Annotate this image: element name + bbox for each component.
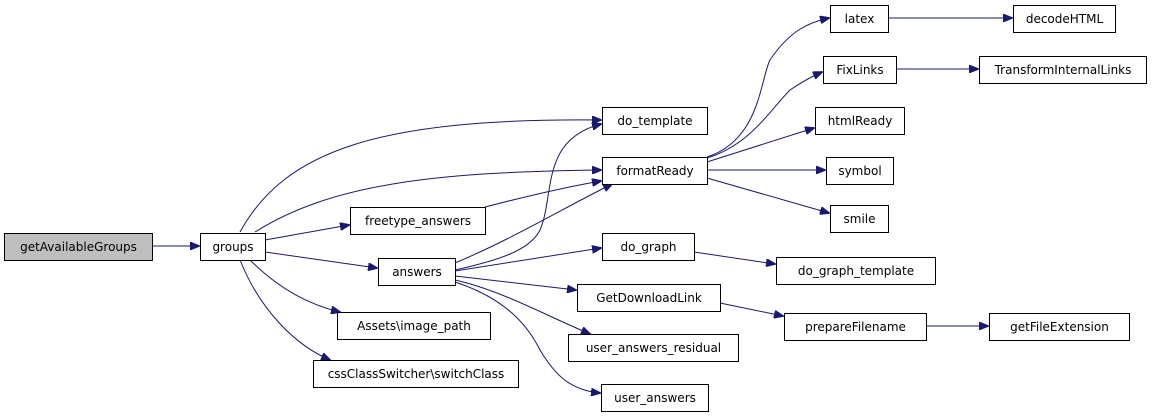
node-box bbox=[601, 384, 709, 412]
edge-answers-to-user_answers bbox=[454, 281, 600, 393]
edge-formatReady-to-FixLinks bbox=[706, 72, 822, 159]
node-box bbox=[830, 5, 889, 33]
node-label: decodeHTML bbox=[1026, 12, 1104, 26]
node-label: user_answers_residual bbox=[586, 341, 721, 355]
edge-groups-to-do_template bbox=[239, 120, 601, 233]
node-htmlReady[interactable]: htmlReady bbox=[815, 107, 905, 135]
node-smile[interactable]: smile bbox=[830, 205, 889, 233]
node-latex[interactable]: latex bbox=[830, 5, 889, 33]
node-prepareFilename[interactable]: prepareFilename bbox=[784, 313, 927, 341]
node-label: latex bbox=[845, 12, 875, 26]
node-getAvailableGroups[interactable]: getAvailableGroups bbox=[4, 233, 153, 261]
node-getFileExtension[interactable]: getFileExtension bbox=[989, 313, 1130, 341]
node-box bbox=[568, 334, 739, 362]
node-box bbox=[823, 56, 897, 84]
node-do_graph_template[interactable]: do_graph_template bbox=[776, 257, 936, 285]
node-formatReady[interactable]: formatReady bbox=[602, 157, 708, 185]
edge-answers-to-do_graph bbox=[454, 248, 601, 272]
edge-groups-to-cssClassSwitcher bbox=[239, 259, 330, 360]
node-box bbox=[1013, 5, 1116, 33]
edge-answers-to-do_template bbox=[454, 124, 601, 271]
node-box bbox=[602, 157, 708, 185]
node-label: cssClassSwitcher\switchClass bbox=[328, 367, 505, 381]
node-box bbox=[337, 312, 491, 340]
node-box bbox=[350, 207, 486, 235]
node-label: formatReady bbox=[616, 164, 693, 178]
edge-answers-to-GetDownloadLink bbox=[454, 275, 576, 290]
node-freetype_answers[interactable]: freetype_answers bbox=[350, 207, 486, 235]
node-box bbox=[577, 284, 721, 312]
node-label: getFileExtension bbox=[1010, 320, 1109, 334]
edge-formatReady-to-htmlReady bbox=[706, 128, 814, 163]
edge-freetype_answers-to-formatReady bbox=[484, 181, 601, 208]
node-box bbox=[200, 233, 266, 261]
node-box bbox=[815, 107, 905, 135]
node-user_answers_residual[interactable]: user_answers_residual bbox=[568, 334, 739, 362]
node-box bbox=[602, 107, 708, 135]
node-box bbox=[830, 205, 889, 233]
node-label: getAvailableGroups bbox=[20, 240, 137, 254]
node-GetDownloadLink[interactable]: GetDownloadLink bbox=[577, 284, 721, 312]
node-label: answers bbox=[392, 265, 442, 279]
node-box bbox=[313, 360, 519, 388]
edge-groups-to-Assets_image_path bbox=[249, 259, 340, 312]
node-label: freetype_answers bbox=[365, 214, 471, 228]
edges-layer bbox=[152, 18, 1012, 393]
edge-GetDownloadLink-to-prepareFilename bbox=[719, 302, 783, 316]
node-label: TransformInternalLinks bbox=[994, 63, 1132, 77]
node-do_template[interactable]: do_template bbox=[602, 107, 708, 135]
node-label: smile bbox=[844, 212, 876, 226]
node-box bbox=[826, 157, 894, 185]
node-do_graph[interactable]: do_graph bbox=[602, 233, 695, 261]
node-FixLinks[interactable]: FixLinks bbox=[823, 56, 897, 84]
node-box bbox=[602, 233, 695, 261]
node-cssClassSwitcher[interactable]: cssClassSwitcher\switchClass bbox=[313, 360, 519, 388]
node-label: GetDownloadLink bbox=[596, 291, 702, 305]
node-box bbox=[989, 313, 1130, 341]
node-label: user_answers bbox=[614, 391, 696, 405]
node-user_answers[interactable]: user_answers bbox=[601, 384, 709, 412]
node-label: groups bbox=[212, 240, 253, 254]
node-symbol[interactable]: symbol bbox=[826, 157, 894, 185]
edge-formatReady-to-latex bbox=[706, 18, 829, 158]
node-box bbox=[4, 233, 153, 261]
node-label: symbol bbox=[838, 164, 881, 178]
node-box bbox=[378, 258, 456, 286]
node-Assets_image_path[interactable]: Assets\image_path bbox=[337, 312, 491, 340]
edge-answers-to-user_answers_residual bbox=[454, 279, 590, 334]
node-box bbox=[979, 56, 1147, 84]
edge-groups-to-answers bbox=[264, 251, 377, 268]
node-answers[interactable]: answers bbox=[378, 258, 456, 286]
node-label: do_graph bbox=[620, 240, 676, 254]
node-label: do_graph_template bbox=[798, 264, 914, 278]
node-TransformInternalLinks[interactable]: TransformInternalLinks bbox=[979, 56, 1147, 84]
node-groups[interactable]: groups bbox=[200, 233, 266, 261]
nodes-layer: getAvailableGroups groups do_templateforma… bbox=[4, 5, 1147, 412]
node-label: FixLinks bbox=[836, 63, 883, 77]
node-box bbox=[776, 257, 936, 285]
edge-answers-to-formatReady bbox=[454, 184, 612, 264]
node-box bbox=[784, 313, 927, 341]
node-label: prepareFilename bbox=[805, 320, 906, 334]
node-label: do_template bbox=[617, 114, 692, 128]
node-decodeHTML[interactable]: decodeHTML bbox=[1013, 5, 1116, 33]
edge-groups-to-formatReady bbox=[254, 170, 601, 233]
edge-do_graph-to-do_graph_template bbox=[693, 251, 775, 264]
node-label: Assets\image_path bbox=[357, 319, 471, 333]
node-label: htmlReady bbox=[828, 114, 893, 128]
edge-formatReady-to-smile bbox=[706, 177, 829, 213]
edge-groups-to-freetype_answers bbox=[264, 225, 349, 241]
